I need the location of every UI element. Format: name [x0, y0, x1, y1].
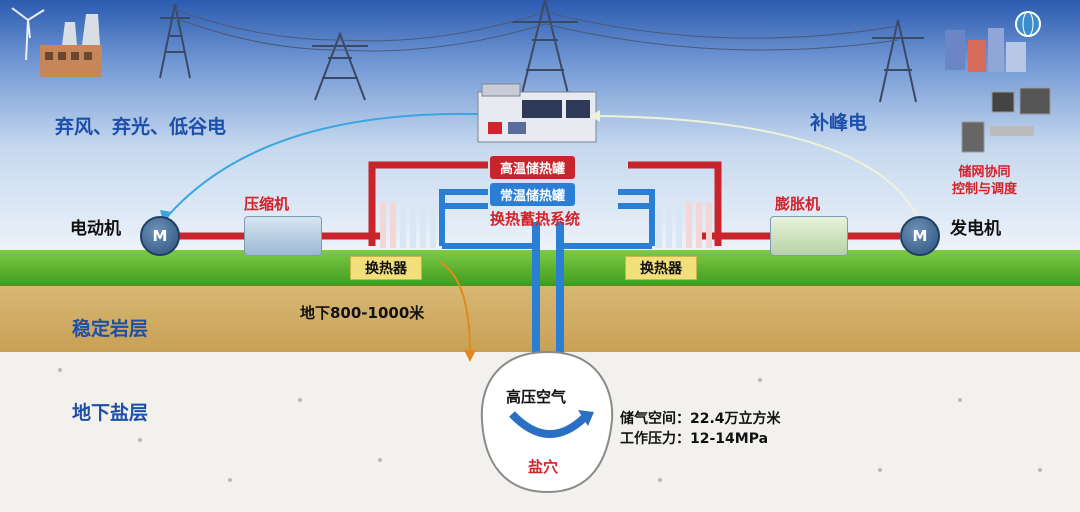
- motor-label: 电动机: [70, 219, 121, 239]
- air-circulation-arrow: [509, 411, 587, 438]
- salt-cavern-label: 盐穴: [528, 458, 559, 476]
- salt-cavern-shape: [480, 350, 614, 494]
- salt-layer-label: 地下盐层: [72, 402, 149, 424]
- heat-exchanger-right-icon: [656, 202, 712, 248]
- output-flow-arrow: [597, 115, 919, 219]
- working-pressure-label: 工作压力：12-14MPa: [620, 431, 769, 447]
- stable-rock-label: 稳定岩层: [72, 318, 149, 340]
- motor-left-icon: M: [140, 216, 180, 256]
- motor-right-icon: M: [900, 216, 940, 256]
- high-temp-tank-label: 高温储热罐: [490, 156, 576, 179]
- control-station-icon: [477, 83, 597, 143]
- expander-label: 膨胀机: [775, 195, 821, 213]
- storage-space-label: 储气空间：22.4万立方米: [620, 411, 781, 427]
- normal-temp-pipe: [439, 189, 655, 246]
- peak-power-label: 补峰电: [810, 112, 868, 134]
- compressor-label: 压缩机: [244, 195, 290, 213]
- depth-arrow: [439, 261, 471, 353]
- high-pressure-air-label: 高压空气: [506, 388, 567, 406]
- grid-dispatch-label: 储网协同 控制与调度: [952, 165, 1018, 197]
- compressor-unit: [244, 216, 322, 256]
- heat-exchanger-right-label: 换热器: [625, 256, 697, 280]
- normal-temp-tank-label: 常温储热罐: [490, 183, 576, 206]
- factory-icon: [40, 14, 102, 77]
- city-buildings-icon: [945, 28, 1026, 72]
- power-lines: [174, 9, 899, 52]
- computer-workstation-icon: [961, 87, 1051, 153]
- heat-exchanger-left-icon: [380, 202, 436, 248]
- generator-label: 发电机: [950, 219, 1001, 239]
- salt-texture: [58, 368, 1042, 482]
- globe-icon: [1015, 11, 1041, 37]
- wind-turbine-icon: [11, 7, 45, 61]
- heat-system-label: 换热蓄热系统: [490, 210, 581, 228]
- expander-unit: [770, 216, 848, 256]
- heat-exchanger-left-label: 换热器: [350, 256, 422, 280]
- depth-label: 地下800-1000米: [300, 304, 425, 322]
- abandoned-energy-label: 弃风、弃光、低谷电: [55, 116, 227, 138]
- input-flow-arrow: [165, 112, 479, 219]
- transmission-tower-icon: [159, 0, 924, 103]
- cavern-shafts: [532, 222, 564, 368]
